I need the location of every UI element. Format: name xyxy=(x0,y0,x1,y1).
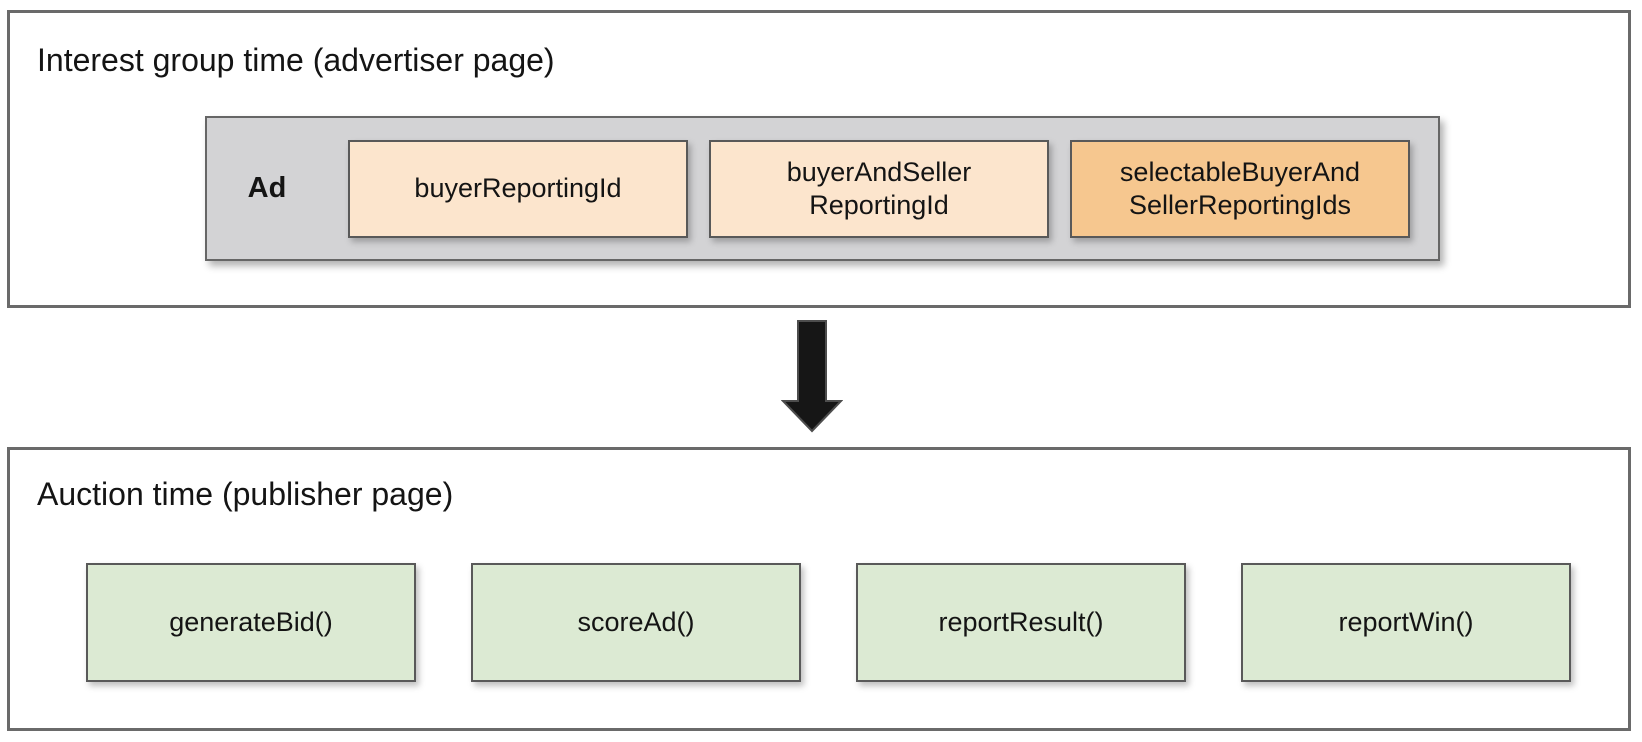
selectable-buyer-and-seller-reporting-ids-label-line1: selectableBuyerAnd xyxy=(1119,156,1361,187)
down-arrow-icon xyxy=(781,320,843,433)
selectable-buyer-and-seller-reporting-ids-label-line2: SellerReportingIds xyxy=(1128,189,1352,220)
generate-bid-box: generateBid() xyxy=(86,563,416,682)
generate-bid-label: generateBid() xyxy=(169,607,333,637)
score-ad-label: scoreAd() xyxy=(577,607,695,637)
score-ad-box: scoreAd() xyxy=(471,563,801,682)
buyer-and-seller-reporting-id-label-line1: buyerAndSeller xyxy=(786,156,972,187)
buyer-and-seller-reporting-id-box: buyerAndSeller ReportingId xyxy=(709,139,1049,238)
report-result-box: reportResult() xyxy=(856,563,1186,682)
auction-time-title: Auction time (publisher page) xyxy=(37,476,454,512)
report-win-box: reportWin() xyxy=(1241,563,1571,682)
interest-group-time-title: Interest group time (advertiser page) xyxy=(37,42,555,78)
buyer-and-seller-reporting-id-label-line2: ReportingId xyxy=(809,189,949,220)
selectable-buyer-and-seller-reporting-ids-box: selectableBuyerAnd SellerReportingIds xyxy=(1070,139,1410,238)
buyer-reporting-id-label: buyerReportingId xyxy=(414,173,622,203)
buyer-reporting-id-box: buyerReportingId xyxy=(348,139,688,238)
ad-container: Ad buyerReportingId buyerAndSeller Repor… xyxy=(205,116,1440,261)
auction-function-row: generateBid() scoreAd() reportResult() r… xyxy=(86,563,1571,682)
report-result-label: reportResult() xyxy=(938,607,1104,637)
ad-label: Ad xyxy=(247,172,287,204)
interest-group-time-section: Interest group time (advertiser page) Ad… xyxy=(7,10,1631,308)
auction-time-section: Auction time (publisher page) generateBi… xyxy=(7,447,1631,731)
report-win-label: reportWin() xyxy=(1338,607,1474,637)
